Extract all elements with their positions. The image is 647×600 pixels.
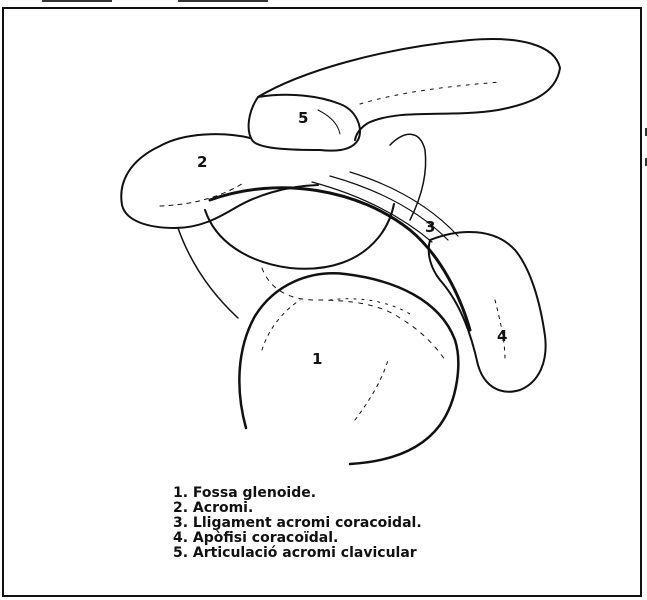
label-articulacio: 5 xyxy=(298,109,308,127)
legend-item: 1. Fossa glenoide. xyxy=(173,486,422,501)
legend-item: 5. Articulació acromi clavicular xyxy=(173,546,422,561)
coracoid-process-outline xyxy=(429,232,546,392)
label-acromi: 2 xyxy=(197,153,207,171)
glenoid-rim-shading xyxy=(262,300,300,350)
glenoid-lower-shading xyxy=(355,360,388,420)
scapular-lateral-border xyxy=(178,228,238,318)
coracoid-upper-ridge xyxy=(390,134,426,220)
clavicle-lower-edge xyxy=(360,82,500,104)
scapula-lower-edge xyxy=(262,268,445,360)
label-apofisi: 4 xyxy=(497,327,507,345)
legend-item: 3. Lligament acromi coracoidal. xyxy=(173,516,422,531)
legend-item: 2. Acromi. xyxy=(173,501,422,516)
label-fossa-glenoide: 1 xyxy=(312,350,322,368)
scapular-notch xyxy=(205,204,394,269)
legend-item: 4. Apòfisi coracoïdal. xyxy=(173,531,422,546)
coracoacromial-ligament-arc xyxy=(210,188,470,330)
figure-legend: 1. Fossa glenoide. 2. Acromi. 3. Lligame… xyxy=(173,486,422,561)
label-lligament: 3 xyxy=(425,218,435,236)
joint-shading xyxy=(318,110,340,134)
